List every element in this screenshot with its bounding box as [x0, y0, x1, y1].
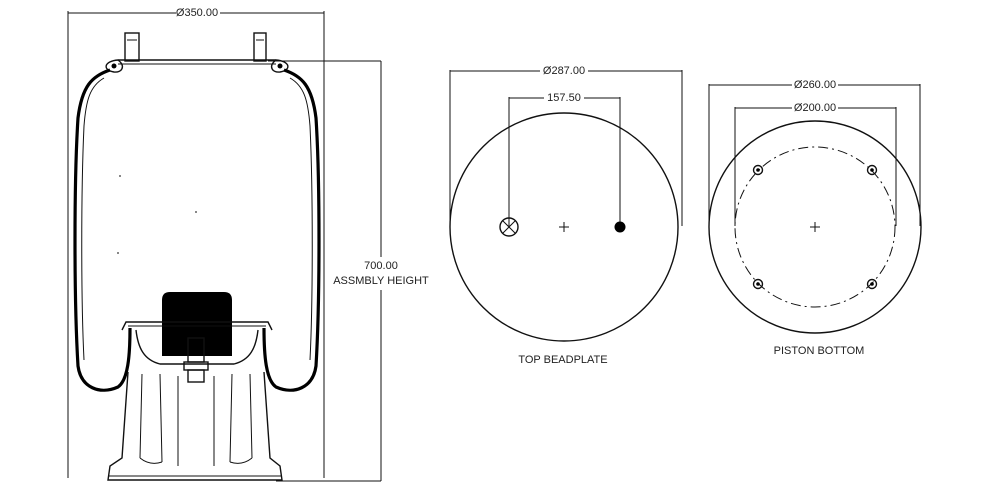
center-cross — [810, 222, 820, 232]
piston-rib-bases — [139, 457, 253, 464]
bumper-block — [162, 292, 232, 356]
bellow-left-inner — [81, 77, 105, 361]
piston-bottom-view: Ø260.00 Ø200.00 PISTON BOTTOM — [708, 79, 922, 357]
top-stud-left — [124, 32, 140, 62]
pb-outer-diameter-label: Ø260.00 — [794, 79, 836, 91]
bolt-circle — [734, 146, 896, 308]
bolt-hole-bottom-left — [752, 278, 764, 290]
piston-outline — [708, 120, 922, 334]
bellow-right-inner — [289, 77, 313, 361]
center-cross — [559, 222, 569, 232]
bellow-left-wall — [73, 68, 132, 392]
bellow-right-wall — [262, 68, 321, 392]
center-mark — [119, 175, 121, 177]
stud-hole — [614, 221, 626, 233]
height-value-label: 700.00 — [364, 260, 398, 272]
tb-spacing-label: 157.50 — [547, 92, 581, 104]
bolt-hole-top-right — [866, 164, 878, 176]
beadplate-outline — [449, 112, 679, 342]
pb-bolt-circle-label: Ø200.00 — [794, 102, 836, 114]
crimp-dot-left — [111, 63, 117, 69]
bead-crimp-left — [105, 59, 124, 73]
center-mark — [195, 211, 197, 213]
side-view: Ø350.00 700.00 ASSMBLY HEIGHT — [67, 7, 429, 482]
piston-center-bolt — [183, 337, 209, 383]
side-diameter-label: Ø350.00 — [176, 7, 218, 19]
piston-body — [107, 371, 283, 481]
top-stud-right — [253, 32, 267, 62]
piston-rim — [121, 321, 273, 331]
crimp-dot-right — [277, 63, 283, 69]
bolt-hole-bottom-right — [866, 278, 878, 290]
bead-crimp-right — [270, 59, 289, 73]
air-fitting-hole — [499, 217, 519, 237]
top-beadplate-caption: TOP BEADPLATE — [518, 354, 607, 366]
piston-cup — [135, 329, 259, 365]
tb-diameter-label: Ø287.00 — [543, 65, 585, 77]
center-mark — [117, 252, 119, 254]
piston-bottom-caption: PISTON BOTTOM — [774, 345, 865, 357]
piston-ribs — [139, 373, 253, 466]
height-caption-label: ASSMBLY HEIGHT — [333, 275, 429, 287]
bolt-hole-top-left — [752, 164, 764, 176]
top-beadplate-view: Ø287.00 157.50 TOP BEADPLATE — [449, 65, 683, 366]
